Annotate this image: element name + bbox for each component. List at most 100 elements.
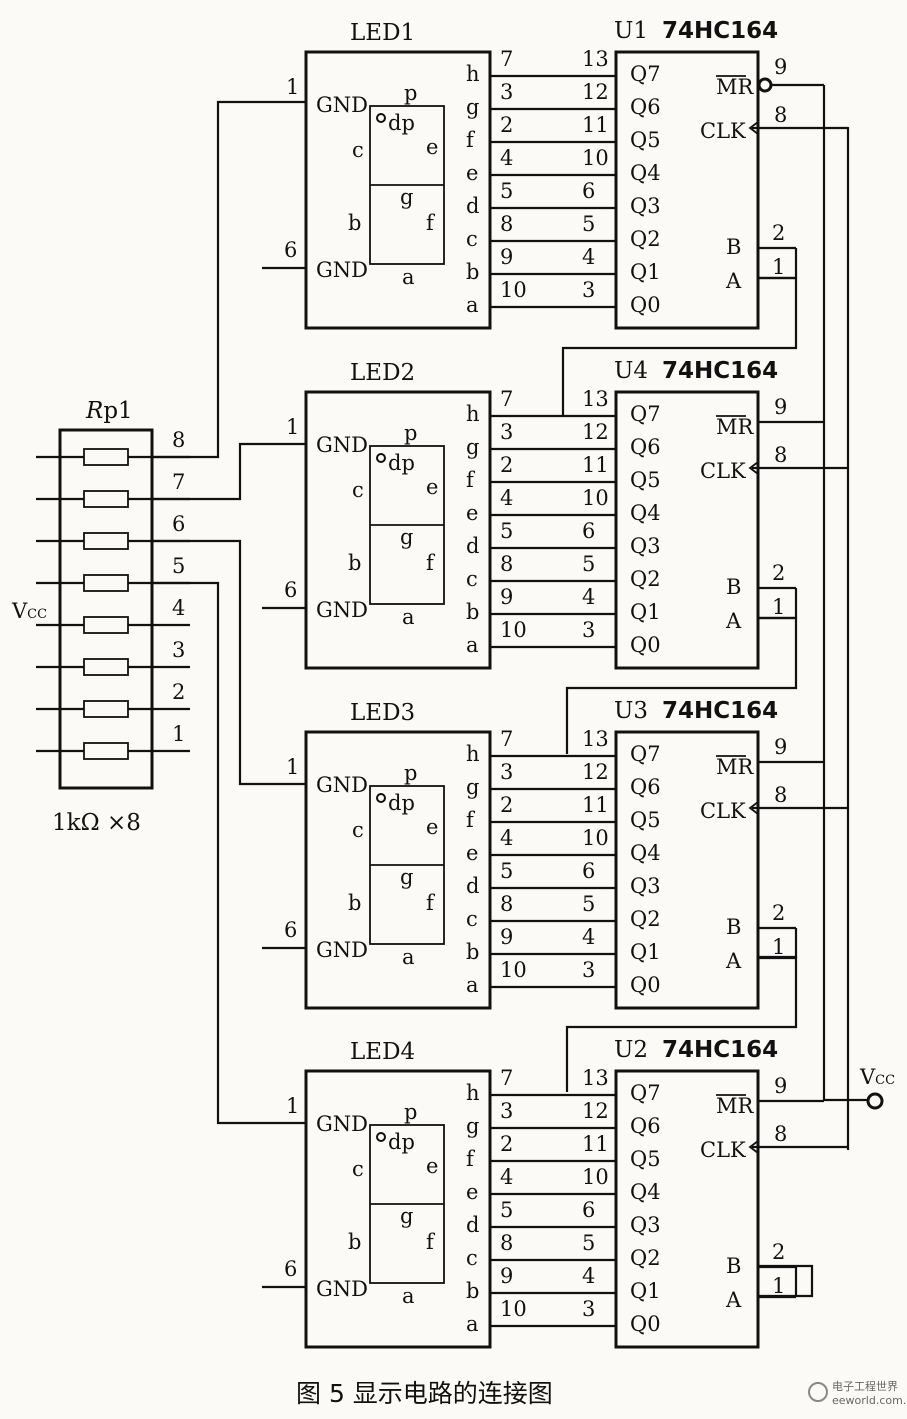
shift-register-body	[614, 730, 760, 1010]
led-gnd-label: GND	[316, 1112, 368, 1136]
chip-q-label: Q7	[630, 402, 661, 426]
chip-q-pin-number: 3	[582, 958, 595, 982]
led-segment-pin-number: 8	[500, 892, 513, 916]
led-segment-label: h	[466, 742, 480, 766]
resistor: 3	[36, 638, 190, 676]
chip-b-pin-number: 2	[772, 561, 785, 585]
led-segment-label: d	[466, 534, 479, 558]
chip-q-label: Q3	[630, 194, 661, 218]
resistor-pin-number: 8	[172, 428, 185, 452]
resistor-symbol	[83, 658, 129, 676]
led-segment-pin-number: 2	[500, 453, 513, 477]
led-segment-label: h	[466, 62, 480, 86]
led-segment-label: e	[466, 501, 478, 525]
segment-label-dp: dp	[388, 791, 415, 815]
chip-q-label: Q4	[630, 1180, 661, 1204]
resistor-network-value: 1kΩ ×8	[52, 810, 141, 836]
chip-q-label: Q6	[630, 435, 661, 459]
chip-mr-pin-number: 9	[774, 55, 787, 79]
decimal-point-icon	[376, 453, 386, 463]
clock-edge-icon	[748, 1140, 759, 1154]
chip-q-pin-number: 10	[582, 826, 609, 850]
chip-q-label: Q3	[630, 874, 661, 898]
resistor-network-body	[58, 428, 154, 790]
resistor: 7	[36, 470, 190, 508]
led-gnd-label: GND	[316, 93, 368, 117]
chip-q-label: Q1	[630, 1279, 661, 1303]
shift-register-body	[614, 390, 760, 670]
led-segment-pin-number: 8	[500, 552, 513, 576]
led-segment-label: d	[466, 874, 479, 898]
chip-part-number: 74HC164	[662, 358, 778, 384]
led-segment-pin-number: 4	[500, 826, 513, 850]
chip-clk-label: CLK	[700, 459, 746, 483]
led-segment-label: a	[466, 633, 479, 657]
watermark-icon	[808, 1382, 828, 1402]
segment-label-g: g	[400, 525, 413, 549]
chip-q-pin-number: 13	[582, 47, 609, 71]
watermark-url: eeworld.com.cn	[832, 1394, 907, 1407]
led-segment-label: f	[466, 128, 476, 152]
chip-clk-pin-number: 8	[774, 103, 787, 127]
segment-label-f: f	[426, 891, 436, 915]
led-segment-label: e	[466, 841, 478, 865]
led-segment-pin-number: 10	[500, 618, 527, 642]
resistor-pin-number: 1	[172, 722, 185, 746]
chip-q-label: Q0	[630, 973, 661, 997]
chip-q-pin-number: 6	[582, 519, 595, 543]
resistor-symbol	[83, 448, 129, 466]
led-segment-label: g	[466, 1114, 479, 1138]
led-segment-label: a	[466, 973, 479, 997]
resistor: 4	[36, 596, 190, 634]
led-segment-pin-number: 2	[500, 793, 513, 817]
chip-q-pin-number: 12	[582, 80, 609, 104]
chip-mr-pin-number: 9	[774, 395, 787, 419]
led-display-body	[304, 390, 492, 670]
chip-q-label: Q3	[630, 534, 661, 558]
led-gnd-pin-number: 1	[286, 415, 299, 439]
chip-q-pin-number: 5	[582, 552, 595, 576]
led-segment-pin-number: 5	[500, 1198, 513, 1222]
led-segment-label: b	[466, 940, 479, 964]
chip-clk-pin-number: 8	[774, 783, 787, 807]
chip-q-label: Q4	[630, 841, 661, 865]
chip-q-pin-number: 4	[582, 925, 595, 949]
chip-q-pin-number: 5	[582, 1231, 595, 1255]
watermark-text: 电子工程世界	[832, 1380, 898, 1393]
chip-q-pin-number: 10	[582, 486, 609, 510]
chip-q-label: Q6	[630, 1114, 661, 1138]
chip-q-pin-number: 11	[582, 113, 609, 137]
led-segment-pin-number: 3	[500, 1099, 513, 1123]
resistor-pin-number: 5	[172, 554, 185, 578]
chip-q-pin-number: 12	[582, 1099, 609, 1123]
led-segment-label: a	[466, 293, 479, 317]
segment-label-dp: dp	[388, 111, 415, 135]
control-bus: VCC	[822, 85, 895, 1150]
chip-q-pin-number: 13	[582, 1066, 609, 1090]
segment-label-f: f	[426, 551, 436, 575]
led-segment-label: c	[466, 227, 478, 251]
decimal-point-icon	[376, 113, 386, 123]
led-gnd-pin-number: 6	[284, 918, 297, 942]
led-segment-pin-number: 5	[500, 179, 513, 203]
led-segment-label: f	[466, 1147, 476, 1171]
figure-caption: 图 5 显示电路的连接图	[296, 1379, 553, 1408]
segment-label-p: p	[404, 81, 417, 105]
led-segment-pin-number: 10	[500, 1297, 527, 1321]
chip-q-label: Q7	[630, 742, 661, 766]
chip-q-pin-number: 3	[582, 1297, 595, 1321]
chip-a-label: A	[725, 949, 742, 973]
led-name: LED2	[350, 360, 415, 386]
resistor-symbol	[83, 742, 129, 760]
segment-label-e: e	[426, 815, 438, 839]
led-segment-label: c	[466, 907, 478, 931]
chip-a-label: A	[725, 1288, 742, 1312]
segment-label-b: b	[348, 551, 361, 575]
chip-q-pin-number: 3	[582, 618, 595, 642]
chip-clk-label: CLK	[700, 119, 746, 143]
led-segment-pin-number: 9	[500, 1264, 513, 1288]
led-gnd-pin-number: 1	[286, 755, 299, 779]
